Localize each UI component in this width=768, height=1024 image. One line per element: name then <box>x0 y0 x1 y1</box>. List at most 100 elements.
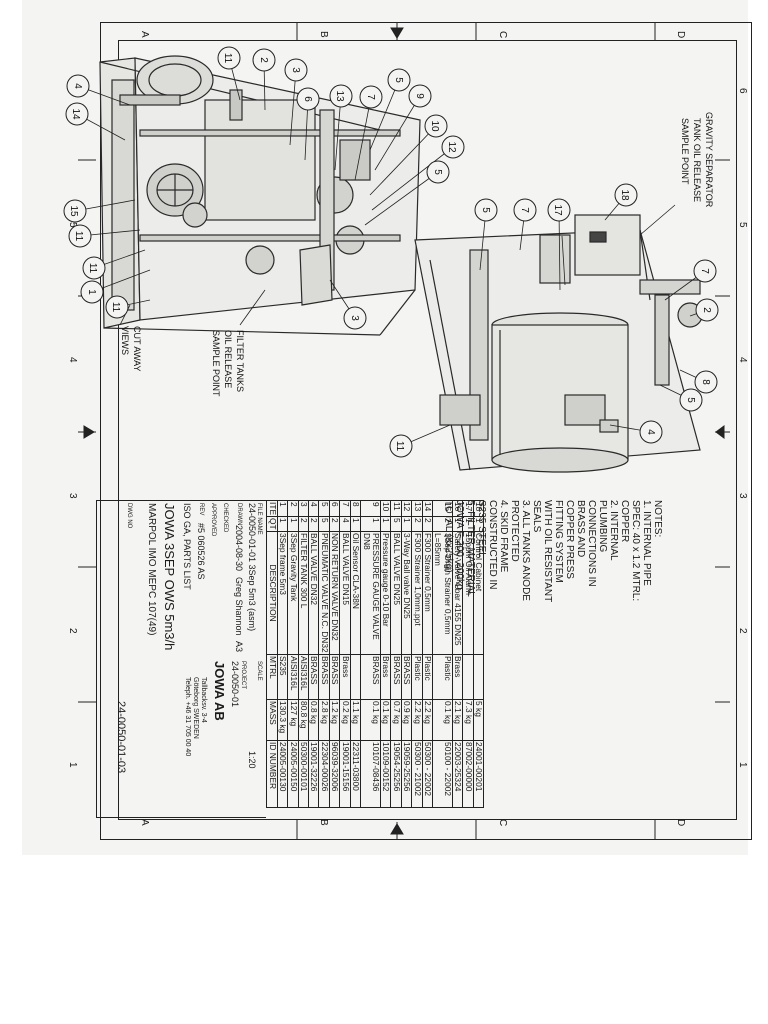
cell-item-number: 4 <box>308 500 320 517</box>
cell-description: FILTER TANK 300 L <box>298 531 309 655</box>
cell-material: AISI316L <box>298 654 309 700</box>
cell-mass: 0.2 kg <box>339 699 351 741</box>
callout-right-0: 18 <box>619 189 630 201</box>
cell-mass: 0.1 kg <box>432 699 453 741</box>
outer-border <box>100 22 752 840</box>
title-block: FILE NAME 24-0050-01-01 3Sep 5m3 (asm) S… <box>96 500 267 818</box>
drawing-number: 24-0050-01-03 <box>115 701 128 774</box>
cell-description: 15ppm Oil Alarm <box>462 531 474 655</box>
callout-left-6: 13 <box>334 90 345 102</box>
drawn-by: Greg Shannon <box>234 577 245 636</box>
file-value: 24-0050-01-01 3Sep 5m3 (asm) <box>247 503 258 632</box>
drawing-labels: GRAVITY SEPARATOR TANK OIL RELEASE SAMPL… <box>120 112 714 397</box>
cell-material: AISI316L <box>287 654 299 700</box>
cell-material: Brass <box>380 654 391 700</box>
marpol-standard: MARPOL IMO MEPC 107(49) <box>146 503 158 636</box>
callout-left-5: 6 <box>302 96 313 102</box>
cell-quantity: 1 <box>401 516 412 532</box>
company-name: JOWA AB <box>212 661 228 721</box>
cell-quantity: 5 <box>390 516 402 532</box>
callout-left-3: 4 <box>72 83 83 89</box>
cell-description: Pressure gauge 0-10 Bar <box>380 531 391 655</box>
callout-left-14: 11 <box>73 231 84 242</box>
cell-material <box>350 654 361 700</box>
rev-value: #5 060526 AS <box>196 523 207 580</box>
cell-material: Plastic <box>422 654 433 700</box>
cell-mass: 7.3 kg <box>462 699 474 741</box>
callout-left-12: 5 <box>432 169 443 175</box>
cell-id-number: 50300-00101 <box>298 740 309 808</box>
cell-mass: 0.1 kg <box>380 699 391 741</box>
cell-description: NON RETURN VALVE DN32 <box>329 531 340 655</box>
header-item: ITE <box>266 500 278 517</box>
callouts-left <box>63 46 465 330</box>
cell-quantity: 2 <box>329 516 340 532</box>
cell-quantity: 1 <box>473 516 484 532</box>
cell-material <box>462 654 474 700</box>
cell-id-number: 50300 - 21002 <box>411 740 423 808</box>
cell-item-number: 2 <box>287 500 299 517</box>
cell-item-number: 15 <box>432 500 453 517</box>
cell-mass: 2.8 kg <box>319 699 330 741</box>
label-gravity-1: GRAVITY SEPARATOR <box>704 112 714 208</box>
company-line-3: Teleph. +46 31 705 00 40 <box>184 677 192 757</box>
callout-right-9: 11 <box>394 441 405 452</box>
cell-material: BRASS <box>308 654 320 700</box>
cell-item-number: 9 <box>360 500 381 517</box>
notes-title: NOTES: <box>652 500 663 538</box>
cell-description: Control Cabinet <box>473 531 484 655</box>
label-gravity-2: TANK OIL RELEASE <box>692 118 702 202</box>
cell-item-number: 1 <box>277 500 288 517</box>
cell-id-number: 22311-03800 <box>350 740 361 808</box>
cell-quantity: 2 <box>422 516 433 532</box>
cell-material: BRASS <box>401 654 412 700</box>
cell-mass: 127 kg <box>287 699 299 741</box>
cell-item-number: 11 <box>390 500 402 517</box>
cell-quantity: 2 <box>432 516 453 532</box>
callout-left-11: 12 <box>446 141 457 153</box>
cell-description: PNEUMATIC VALVE N.C. DN32 <box>319 531 330 655</box>
cell-item-number: 12 <box>401 500 412 517</box>
cell-material: Brass <box>452 654 463 700</box>
cell-item-number: 18 <box>473 500 484 517</box>
cell-description: F300 Strainer 0,5mm <box>422 531 433 655</box>
cell-id-number: 19059-25256 <box>401 740 412 808</box>
header-description: DESCRIPTION <box>266 531 278 655</box>
callout-left-4: 14 <box>70 108 81 120</box>
cell-id-number: 19001-15156 <box>339 740 351 808</box>
callout-right-2: 7 <box>519 207 530 213</box>
cell-item-number: 10 <box>380 500 391 517</box>
cell-material: Plastic <box>411 654 423 700</box>
cell-id-number: 50300 - 22002 <box>422 740 433 808</box>
cell-description: BALL VALVE DN25 <box>390 531 402 655</box>
parts-header: ITE QT DESCRIPTION MTRL MASS ID NUMBER <box>266 500 278 808</box>
cell-mass: 1.1 kg <box>350 699 361 741</box>
callout-left-0: 11 <box>222 53 233 64</box>
cell-material <box>473 654 484 700</box>
cell-material: BRASS <box>329 654 340 700</box>
cell-id-number: 10109-00152 <box>380 740 391 808</box>
header-qty: QT <box>266 516 278 532</box>
callout-right-3: 17 <box>552 204 563 216</box>
cell-id-number: 87002-00000 <box>462 740 474 808</box>
cell-id-number: 19001-32226 <box>308 740 320 808</box>
callout-left-8: 5 <box>393 77 404 83</box>
callout-right-1: 5 <box>480 207 491 213</box>
approved-label: APPROVED <box>210 503 217 537</box>
cell-quantity: 1 <box>452 516 463 532</box>
cell-description: F300 Strainer 1,0mm.ppt <box>411 531 423 655</box>
label-filter-2: OIL RELEASE <box>223 330 233 388</box>
callout-left-7: 7 <box>365 94 376 100</box>
cell-id-number: 24005-00150 <box>287 740 299 808</box>
